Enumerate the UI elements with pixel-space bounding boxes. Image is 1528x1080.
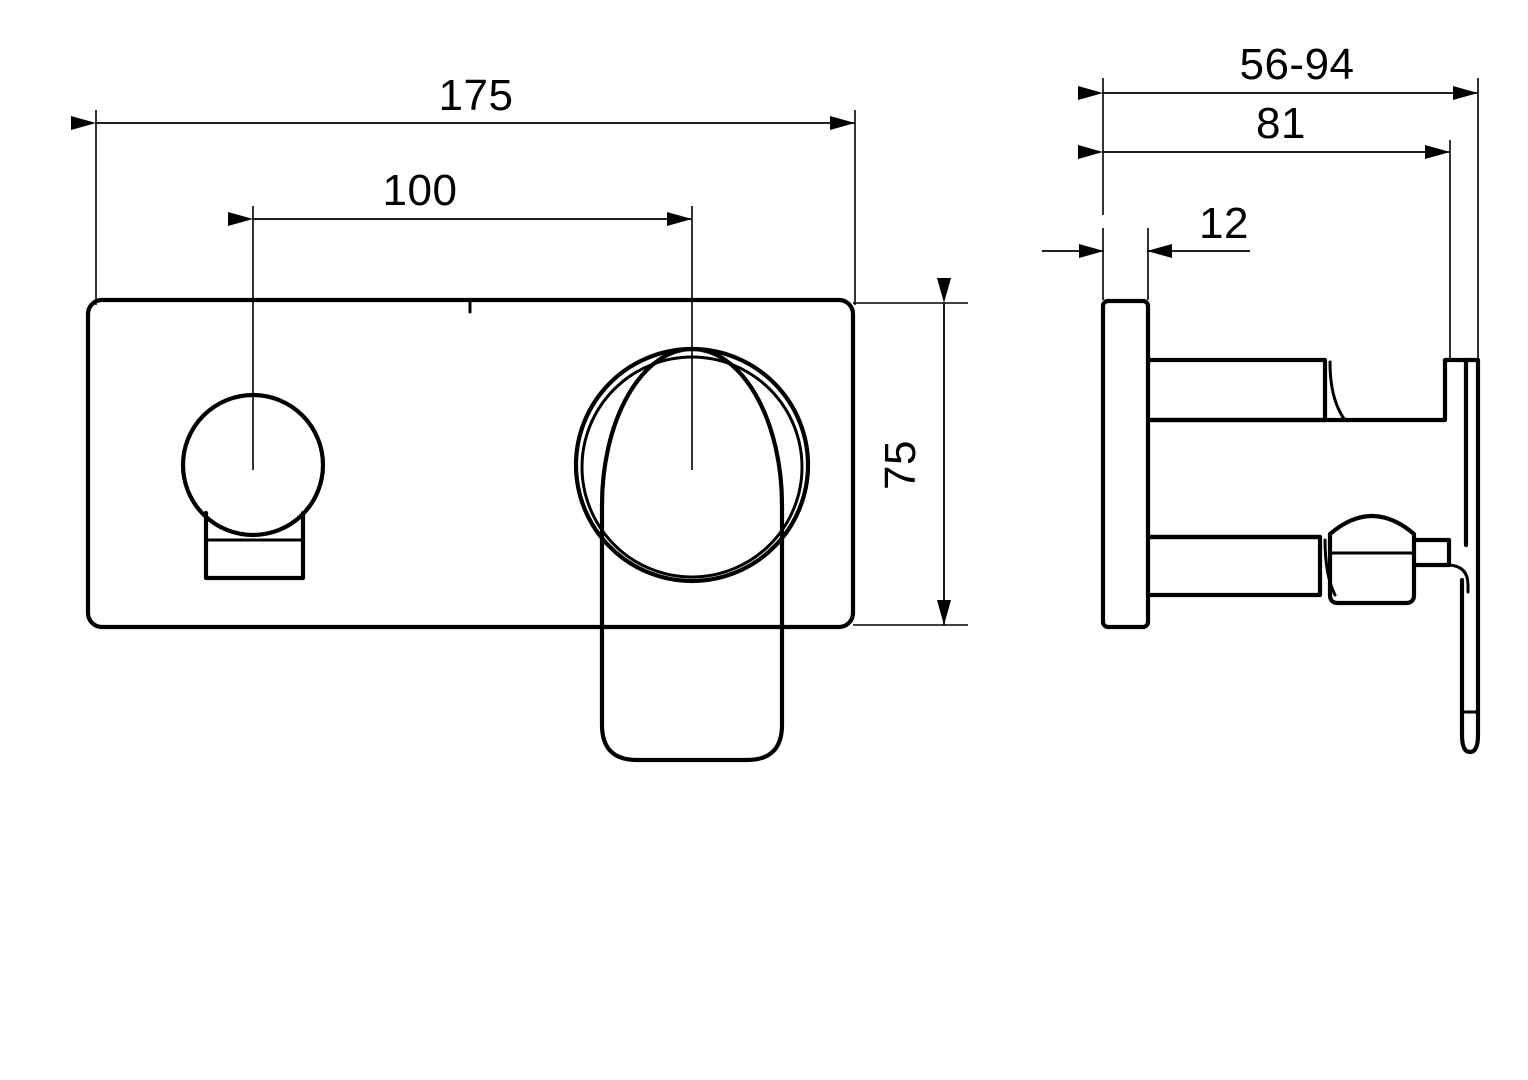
- side-lever-blade: [1459, 357, 1481, 755]
- side-outlet-cap: [1327, 514, 1417, 606]
- side-view-geometry: [1100, 298, 1481, 755]
- side-escutcheon-plate: [1100, 298, 1151, 630]
- dimension-75: 75: [853, 278, 968, 626]
- dim-label-75: 75: [876, 440, 925, 490]
- dimension-100: 100: [228, 166, 693, 470]
- front-view-geometry: [85, 297, 856, 763]
- dim-label-175: 175: [439, 71, 514, 120]
- side-spout-arm-fillet: [1328, 360, 1347, 422]
- dim-label-81: 81: [1256, 99, 1306, 148]
- dimension-81: 81: [1078, 99, 1451, 360]
- side-body-block: [1145, 357, 1469, 548]
- dimension-175: 175: [71, 71, 856, 305]
- dim-label-12: 12: [1199, 199, 1249, 248]
- side-body-right-step: [1411, 537, 1452, 568]
- side-outlet-stem: [1145, 534, 1323, 598]
- side-body-right-step-2: [1447, 563, 1470, 594]
- side-spout-arm: [1145, 357, 1328, 423]
- dim-label-56-94: 56-94: [1239, 40, 1354, 89]
- dimension-56-94: 56-94: [1078, 40, 1479, 360]
- dim-label-100: 100: [383, 166, 458, 215]
- dimension-12: 12: [1042, 199, 1250, 300]
- spout-body-rect: [203, 510, 306, 581]
- lever-handle: [599, 346, 785, 763]
- side-outlet-stem-fillet: [1323, 538, 1337, 597]
- escutcheon-plate: [85, 297, 856, 630]
